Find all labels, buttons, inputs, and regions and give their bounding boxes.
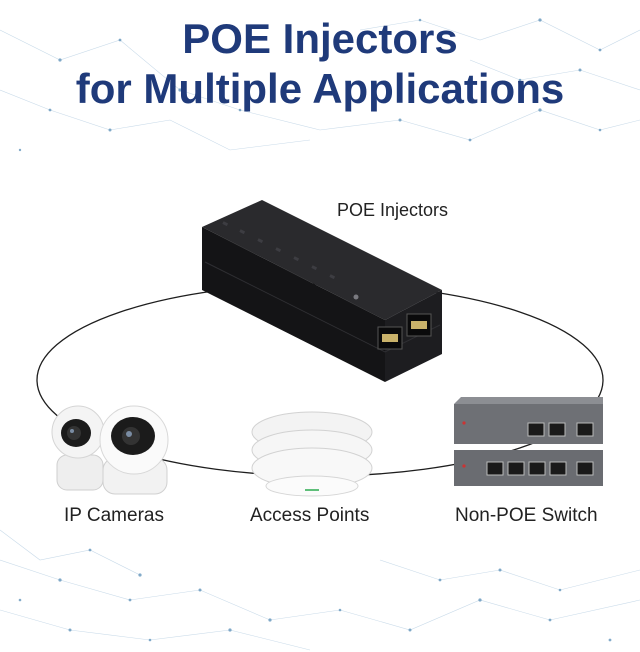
non-poe-switch-label: Non-POE Switch	[455, 505, 598, 526]
headline-line-1: POE Injectors	[182, 15, 458, 62]
headline: POE Injectors for Multiple Applications	[0, 14, 640, 114]
switch-icon	[454, 397, 603, 444]
ip-camera-icon	[99, 405, 169, 495]
access-point-icon	[251, 411, 373, 497]
poe-injectors-label: POE Injectors	[337, 200, 449, 220]
poe-injector-icon	[202, 200, 442, 382]
access-points-label: Access Points	[250, 505, 370, 526]
ip-cameras-label: IP Cameras	[64, 505, 164, 526]
headline-line-2: for Multiple Applications	[75, 65, 565, 112]
ip-camera-icon	[51, 405, 105, 491]
switch-icon	[454, 450, 603, 486]
